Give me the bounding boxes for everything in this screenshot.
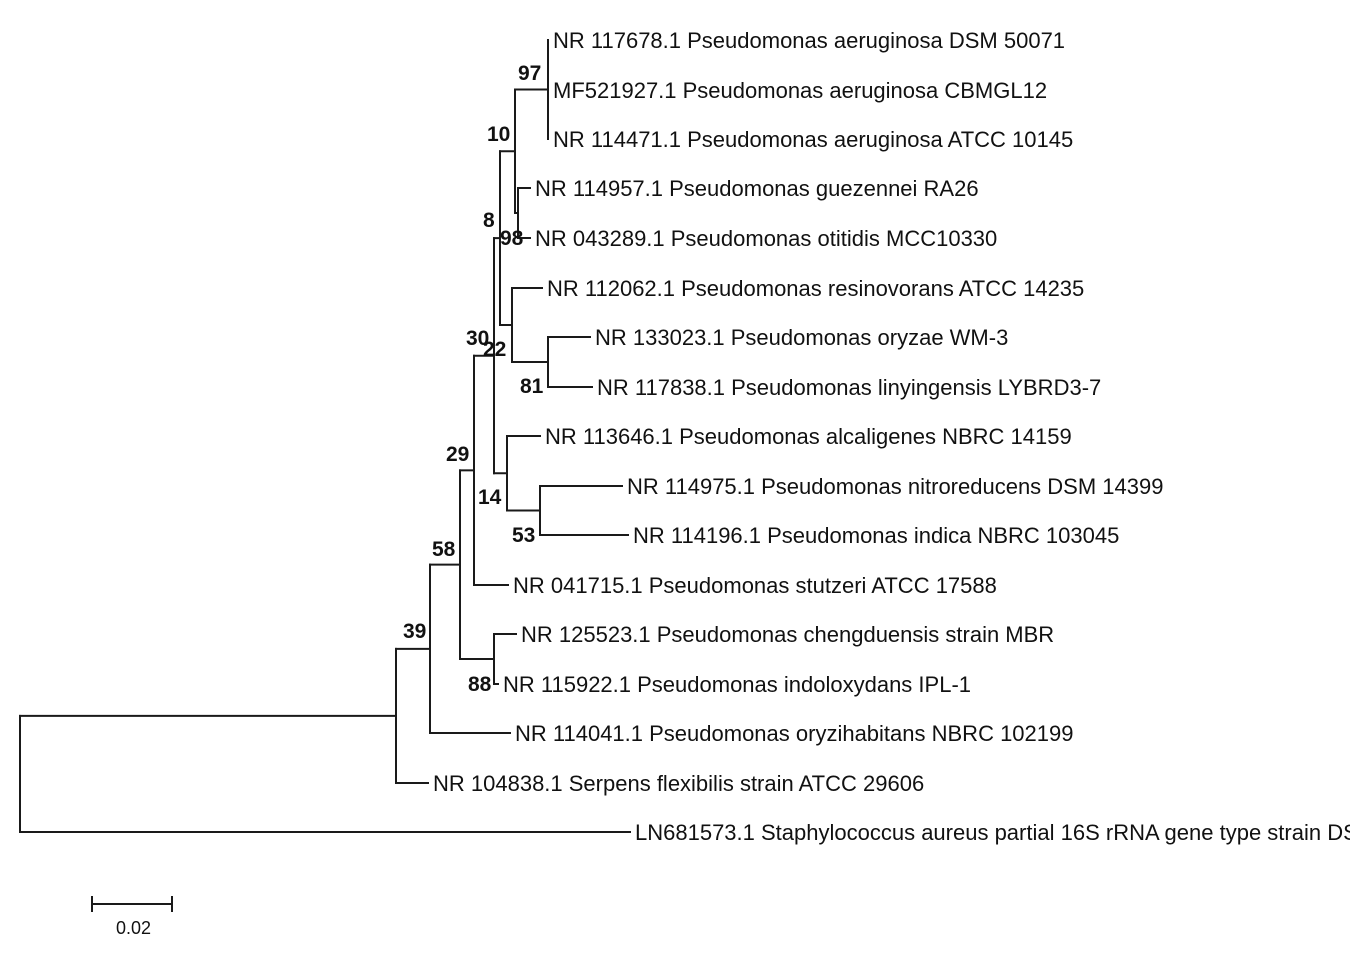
bootstrap-value-n_30: 30 xyxy=(466,327,489,350)
scale-bar-label: 0.02 xyxy=(116,918,151,938)
leaf-label-liny: NR 117838.1 Pseudomonas linyingensis LYB… xyxy=(597,375,1101,400)
leaf-label-otit: NR 043289.1 Pseudomonas otitidis MCC1033… xyxy=(535,226,997,251)
bootstrap-value-n_58: 58 xyxy=(432,538,456,561)
leaf-labels: NR 117678.1 Pseudomonas aeruginosa DSM 5… xyxy=(433,28,1350,845)
leaf-label-oryzi: NR 114041.1 Pseudomonas oryzihabitans NB… xyxy=(515,721,1074,746)
leaf-label-staph: LN681573.1 Staphylococcus aureus partial… xyxy=(635,820,1350,845)
leaf-label-aer_dsm: NR 117678.1 Pseudomonas aeruginosa DSM 5… xyxy=(553,28,1065,53)
leaf-label-chen: NR 125523.1 Pseudomonas chengduensis str… xyxy=(521,622,1054,647)
leaf-label-resi: NR 112062.1 Pseudomonas resinovorans ATC… xyxy=(547,276,1084,301)
tree-branches xyxy=(19,39,631,833)
bootstrap-value-n_8: 8 xyxy=(483,209,495,232)
bootstrap-value-n_aer: 97 xyxy=(518,62,541,85)
bootstrap-value-n_guez_otit: 98 xyxy=(500,227,524,250)
bootstrap-labels: 97 10 988 22 81 30 53 14 29 88 58 39 xyxy=(403,62,544,696)
bootstrap-value-n_oryz_liny: 81 xyxy=(520,375,544,398)
bootstrap-value-n_39: 39 xyxy=(403,620,426,643)
bootstrap-value-n_29: 29 xyxy=(446,443,469,466)
leaf-label-alca: NR 113646.1 Pseudomonas alcaligenes NBRC… xyxy=(545,424,1072,449)
leaf-label-nitr: NR 114975.1 Pseudomonas nitroreducens DS… xyxy=(627,474,1163,499)
leaf-label-aer_atcc: NR 114471.1 Pseudomonas aeruginosa ATCC … xyxy=(553,127,1073,152)
leaf-label-serp: NR 104838.1 Serpens flexibilis strain AT… xyxy=(433,771,924,796)
bootstrap-value-n_14: 14 xyxy=(478,486,502,509)
bootstrap-value-n_nitr_indi: 53 xyxy=(512,524,535,547)
leaf-label-aer_cbm: MF521927.1 Pseudomonas aeruginosa CBMGL1… xyxy=(553,78,1047,103)
leaf-label-guez: NR 114957.1 Pseudomonas guezennei RA26 xyxy=(535,176,979,201)
leaf-label-indi: NR 114196.1 Pseudomonas indica NBRC 1030… xyxy=(633,523,1119,548)
scale-bar: 0.02 xyxy=(91,896,173,938)
bootstrap-value-n_chen_indo: 88 xyxy=(468,673,492,696)
leaf-label-oryz: NR 133023.1 Pseudomonas oryzae WM-3 xyxy=(595,325,1008,350)
leaf-label-stut: NR 041715.1 Pseudomonas stutzeri ATCC 17… xyxy=(513,573,997,598)
leaf-label-indo: NR 115922.1 Pseudomonas indoloxydans IPL… xyxy=(503,672,971,697)
bootstrap-value-n_aer_guez: 10 xyxy=(487,123,510,146)
bootstrap-value-n_resi: 22 xyxy=(483,338,506,361)
